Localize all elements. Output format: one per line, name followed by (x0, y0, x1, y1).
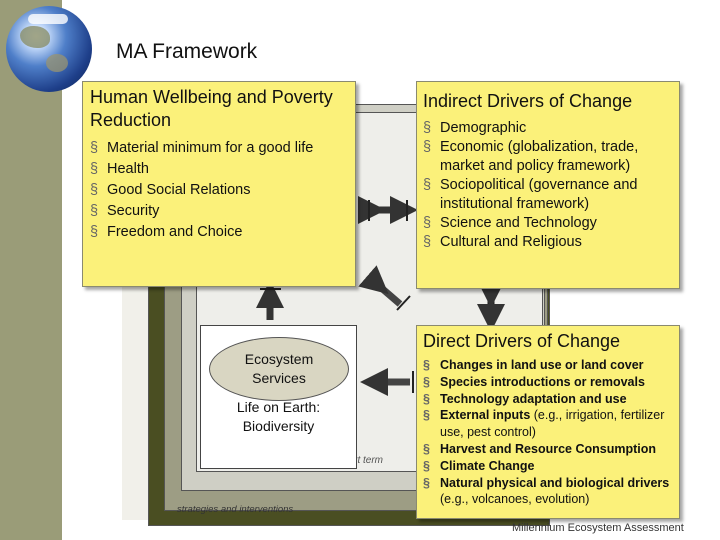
list-item: Economic (globalization, trade, market a… (423, 138, 673, 176)
list-item: Good Social Relations (90, 180, 349, 201)
list-item: Demographic (423, 119, 673, 138)
list-item: Security (90, 201, 349, 222)
indirect-drivers-box: Indirect Drivers of Change Demographic E… (416, 81, 680, 289)
direct-drivers-box: Direct Drivers of Change Changes in land… (416, 325, 680, 519)
page-title: MA Framework (116, 40, 258, 63)
list-item: Harvest and Resource Consumption (423, 441, 673, 458)
list-item: Freedom and Choice (90, 222, 349, 243)
list-item: External inputs (e.g., irrigation, ferti… (423, 407, 673, 441)
human-wellbeing-box: Human Wellbeing and Poverty Reduction Ma… (82, 81, 356, 287)
indirect-drivers-heading: Indirect Drivers of Change (423, 91, 633, 111)
ecosystem-services-line2: Services (252, 370, 306, 386)
ecosystem-box: Ecosystem Services Life on Earth: Biodiv… (200, 325, 357, 469)
strategies-label: strategies and interventions (177, 504, 294, 515)
list-item: Climate Change (423, 458, 673, 475)
list-item: Science and Technology (423, 214, 673, 233)
human-wellbeing-list: Material minimum for a good life Health … (83, 132, 355, 243)
list-item: Technology adaptation and use (423, 391, 673, 408)
direct-drivers-list: Changes in land use or land cover Specie… (417, 353, 679, 508)
indirect-drivers-list: Demographic Economic (globalization, tra… (417, 113, 679, 252)
short-term-label: short term (338, 455, 384, 466)
direct-drivers-heading: Direct Drivers of Change (423, 331, 621, 351)
list-item: Sociopolitical (governance and instituti… (423, 176, 673, 214)
footer-credit: Millennium Ecosystem Assessment (512, 522, 684, 534)
list-item: Natural physical and biological drivers … (423, 475, 673, 509)
biodiversity-label: Life on Earth: Biodiversity (236, 399, 321, 434)
human-wellbeing-heading: Human Wellbeing and Poverty Reduction (90, 87, 333, 130)
list-item: Changes in land use or land cover (423, 357, 673, 374)
list-item: Species introductions or removals (423, 374, 673, 391)
earth-globe-icon (6, 6, 92, 92)
arrow-indirect-eco (358, 265, 403, 307)
list-item: Material minimum for a good life (90, 138, 349, 159)
list-item: Health (90, 159, 349, 180)
ecosystem-services-ellipse: Ecosystem Services (209, 337, 349, 401)
ecosystem-services-line1: Ecosystem (244, 351, 314, 367)
list-item: Cultural and Religious (423, 233, 673, 252)
